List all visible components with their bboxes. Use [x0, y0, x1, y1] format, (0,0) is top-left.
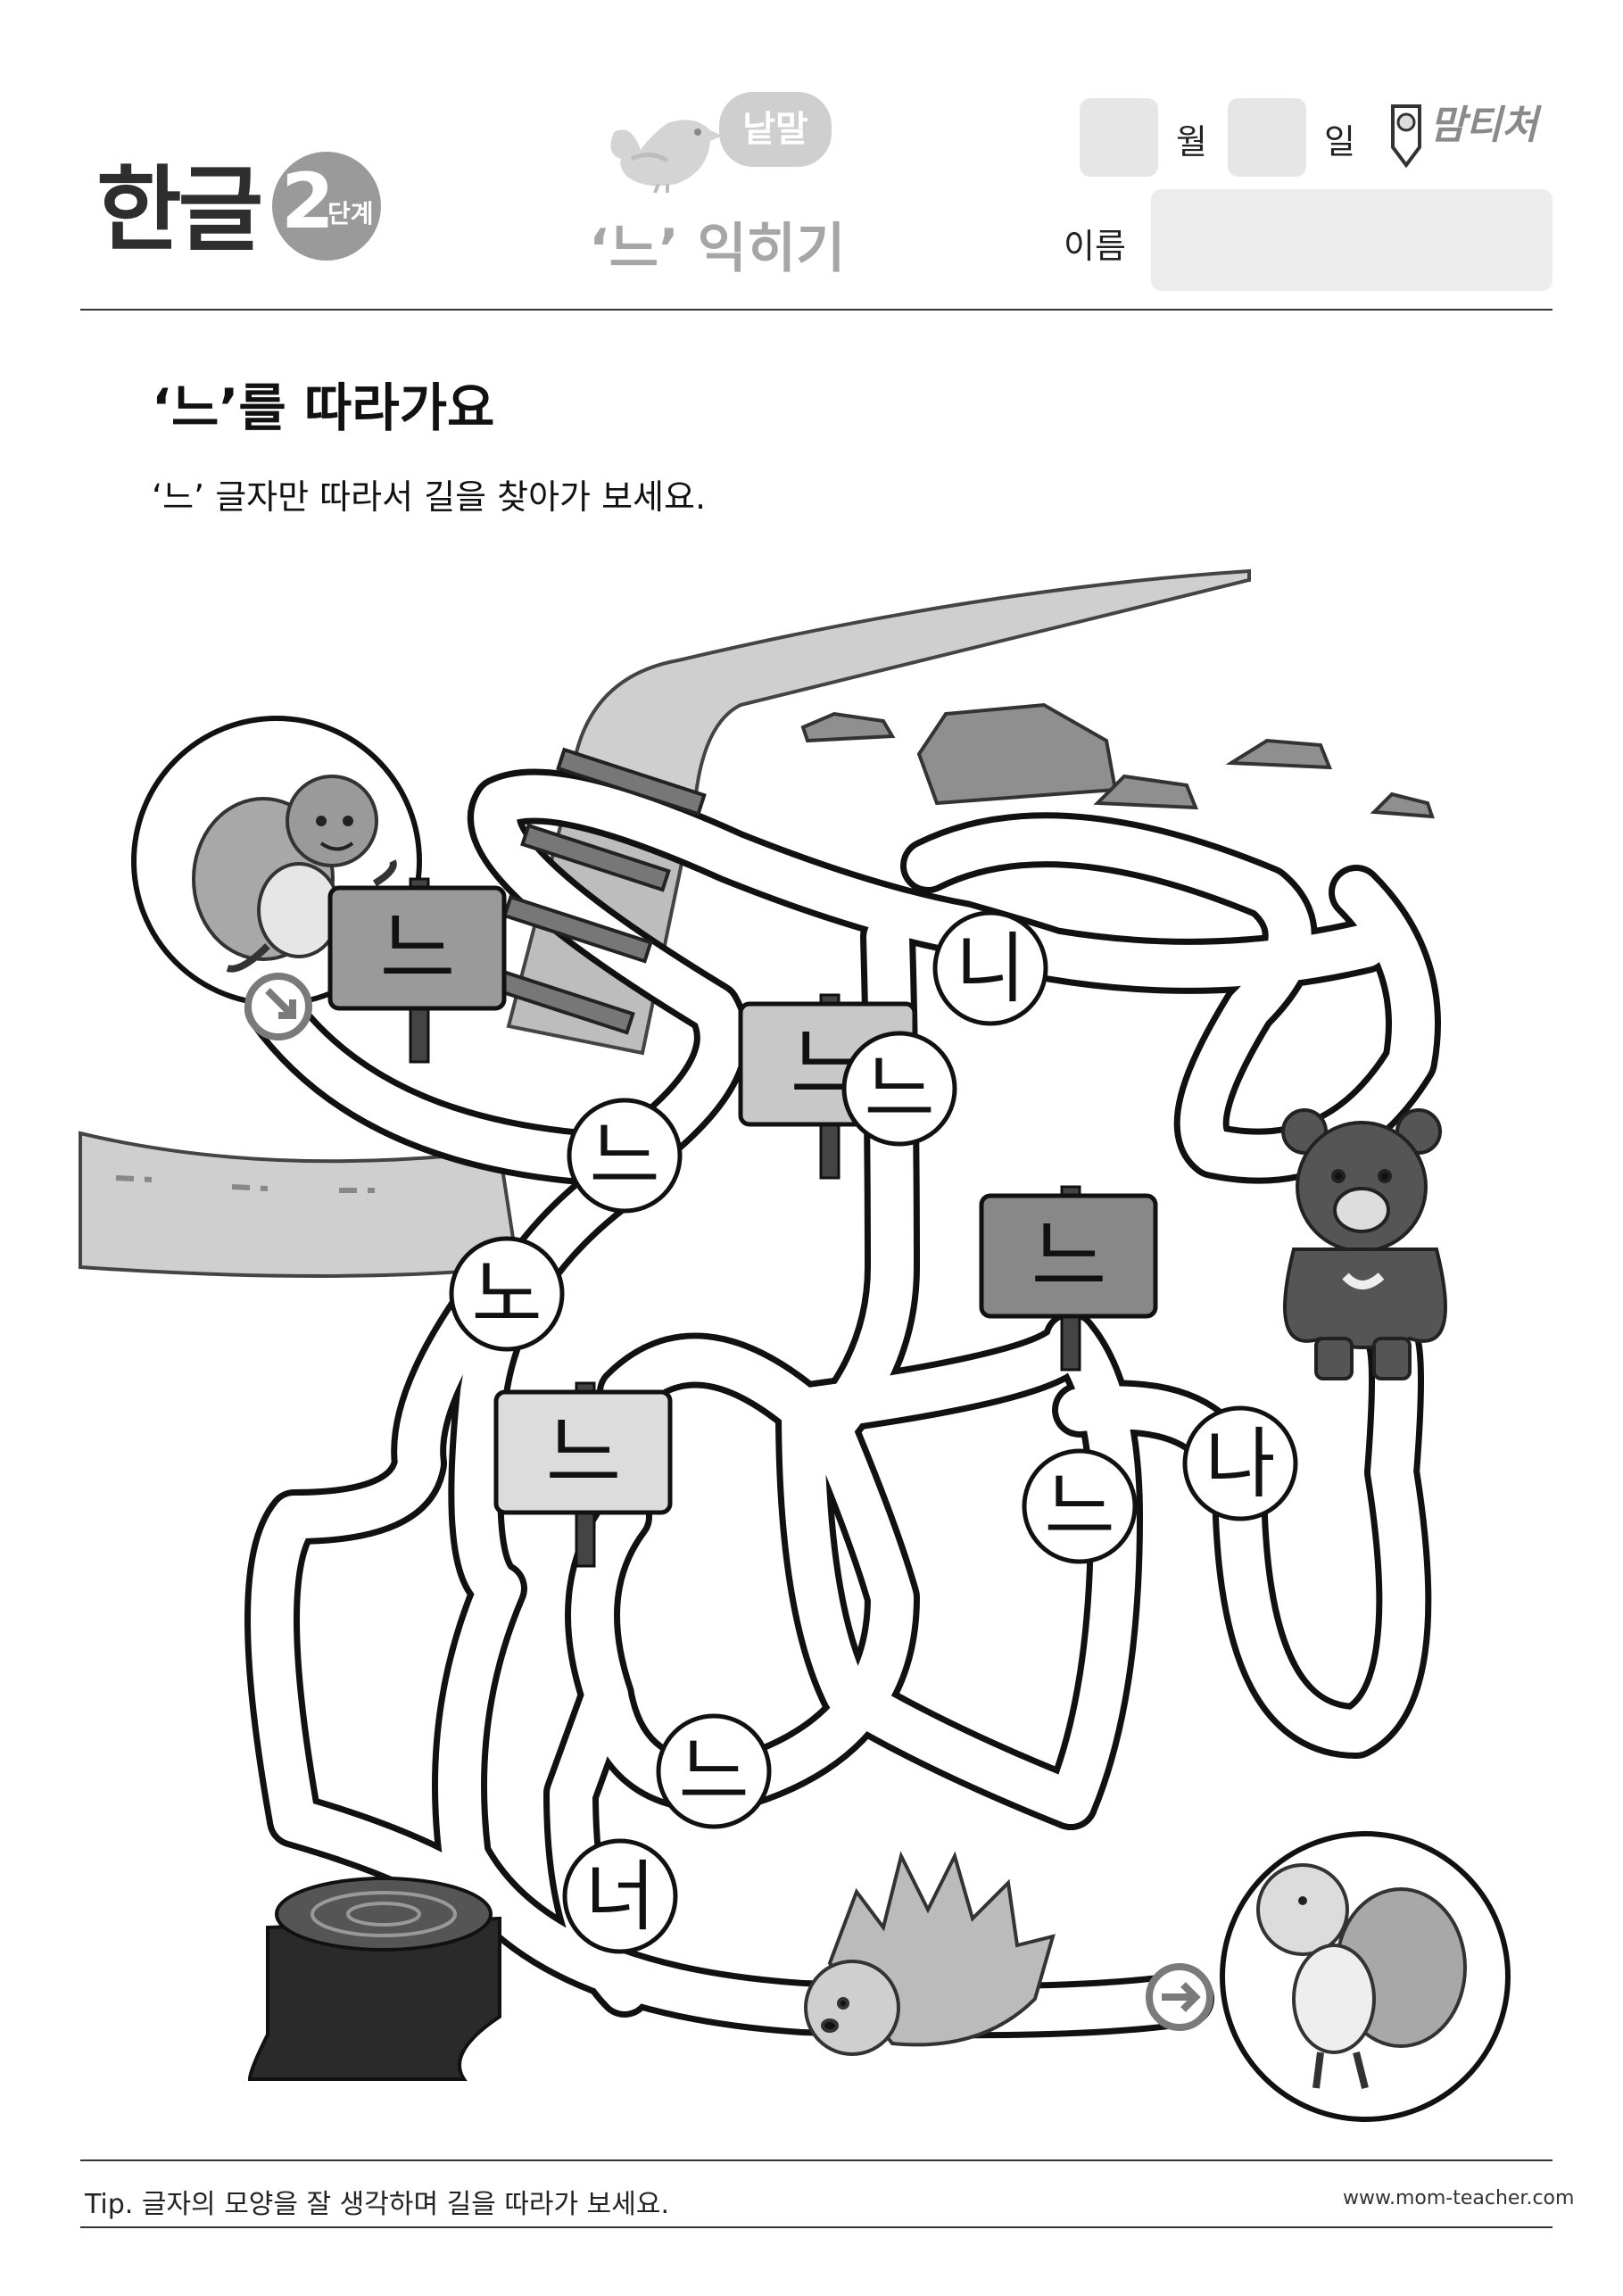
bird-icon — [610, 120, 723, 194]
lesson-title: ‘느’ 익히기 — [589, 218, 846, 280]
circle-letter: 너 — [584, 1853, 655, 1942]
mom-teacher-logo: 맘티처 — [1387, 93, 1538, 169]
activity-instruction: ‘느’ 글자만 따라서 길을 찾아가 보세요. — [152, 477, 707, 517]
name-label: 이름 — [1064, 227, 1126, 266]
letter-circle-6: 느 — [1022, 1448, 1138, 1564]
letter-circle-7: 느 — [656, 1713, 772, 1829]
level-badge: 2 단계 — [272, 152, 381, 261]
logo-text: 맘티처 — [1429, 103, 1538, 148]
circle-letter: 니 — [955, 924, 1025, 1014]
footer-bottom-divider — [80, 2226, 1553, 2228]
end-turtle — [1220, 1831, 1511, 2122]
end-arrow-icon — [1146, 1963, 1213, 2031]
bridge-planks — [484, 747, 707, 1035]
circle-letter: 노 — [471, 1250, 542, 1339]
rocks — [800, 702, 1435, 819]
day-label: 일 — [1324, 122, 1355, 162]
letter-circle-5: 나 — [1182, 1405, 1298, 1521]
category-badge: 낱말 — [719, 92, 832, 167]
letter-circle-4: 노 — [449, 1236, 565, 1352]
circle-letter: 느 — [1044, 1463, 1114, 1552]
letter-circle-8: 너 — [562, 1838, 678, 1954]
sign-letter: 느 — [546, 1405, 622, 1501]
website-text: www.mom-teacher.com — [1343, 2187, 1575, 2209]
day-input-box[interactable] — [1228, 98, 1306, 177]
circle-letter: 느 — [589, 1112, 659, 1201]
month-label: 월 — [1176, 122, 1207, 162]
bear-illustration — [1281, 1108, 1447, 1380]
hedgehog-illustration — [804, 1851, 1056, 2056]
sign-letter: 느 — [380, 901, 456, 997]
letter-circle-2: 니 — [932, 910, 1048, 1026]
sign-3: 느 — [979, 1185, 1158, 1372]
month-input-box[interactable] — [1080, 98, 1158, 177]
activity-heading: ‘느’를 따라가요 — [152, 377, 495, 438]
sign-4: 느 — [493, 1381, 673, 1568]
tip-text: Tip. 글자의 모양을 잘 생각하며 길을 따라가 보세요. — [85, 2189, 670, 2220]
header-divider — [80, 309, 1553, 311]
footer-top-divider — [80, 2159, 1553, 2161]
letter-circle-1: 느 — [567, 1098, 683, 1214]
letter-circle-3: 느 — [841, 1031, 957, 1147]
sign-2: 느 — [327, 877, 507, 1064]
tree-stump — [247, 1877, 501, 2081]
circle-letter: 느 — [864, 1045, 934, 1134]
pencil-icon — [1391, 104, 1421, 168]
sign-letter: 느 — [1031, 1209, 1107, 1305]
circle-letter: 느 — [678, 1728, 749, 1817]
level-word: 단계 — [327, 199, 374, 228]
circle-letter: 나 — [1205, 1420, 1275, 1509]
level-number: 2 — [281, 157, 335, 246]
start-arrow-icon — [244, 973, 312, 1040]
name-input-box[interactable] — [1151, 189, 1553, 291]
brand-title: 한글 — [96, 155, 263, 264]
